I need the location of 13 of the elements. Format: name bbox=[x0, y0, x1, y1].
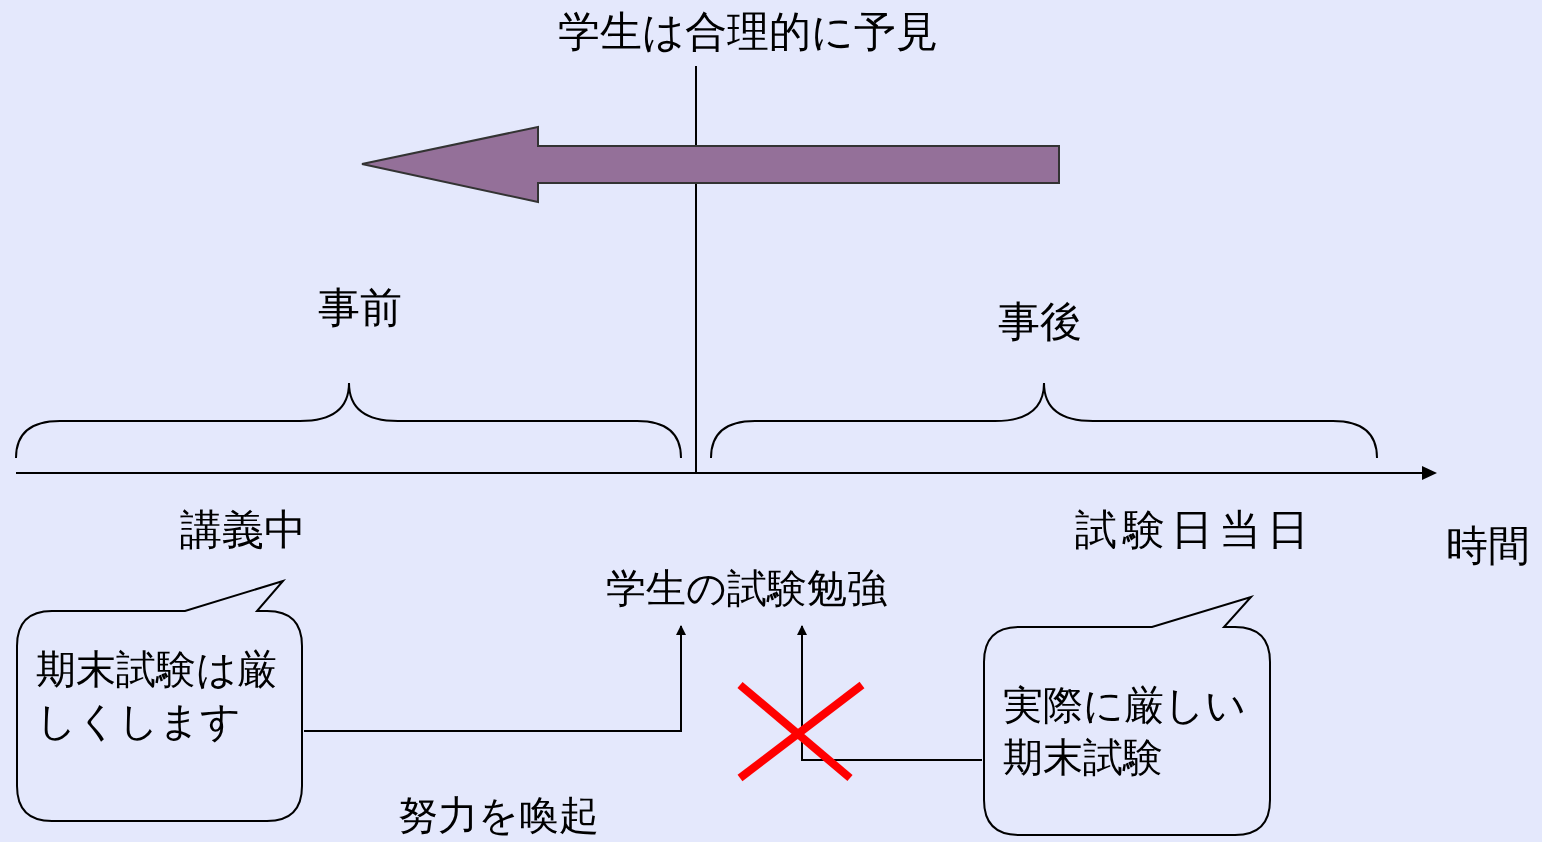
speech-bubble bbox=[983, 596, 1271, 836]
node-text: 学生の試験勉強 bbox=[604, 565, 888, 613]
annotation-text: 事前 bbox=[318, 284, 402, 333]
bubble-text: 期末試験は厳しくします bbox=[36, 646, 278, 746]
annotation-text: 事後 bbox=[998, 298, 1082, 347]
annotation-text: 学生は合理的に予見 bbox=[558, 8, 938, 57]
arrow bbox=[797, 625, 983, 761]
annotation-text: 講義中 bbox=[180, 506, 306, 555]
annotation-text: 試験日当日 bbox=[1075, 506, 1315, 555]
speech-bubble bbox=[16, 580, 303, 822]
bubble-text: 実際に厳しい期末試験 bbox=[1003, 682, 1247, 782]
axis-label: 時間 bbox=[1446, 522, 1530, 571]
arrow bbox=[303, 625, 686, 732]
